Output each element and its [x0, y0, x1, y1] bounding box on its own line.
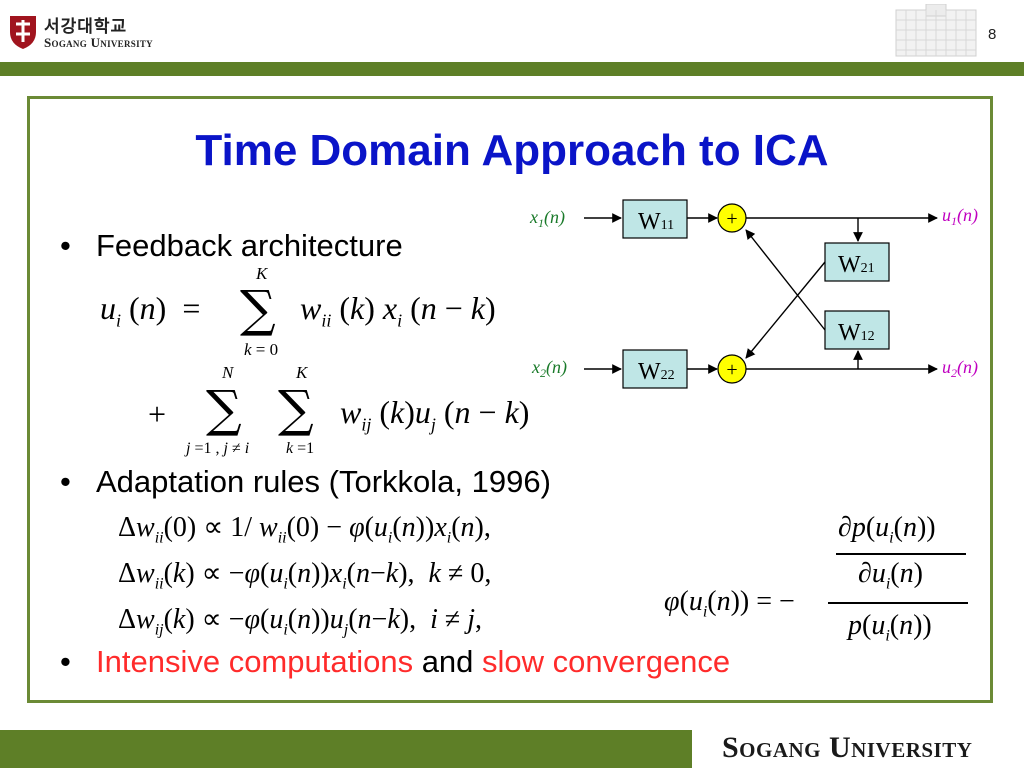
slide-header	[0, 0, 1024, 62]
phi-inner-fraction-line	[836, 553, 966, 555]
bullet-feedback: • Feedback architecture	[60, 228, 403, 264]
block-w21-label: W21	[838, 252, 875, 278]
bullet-text-red: slow convergence	[482, 644, 731, 679]
equation-direct-body: wii (k) xi (n − k)	[300, 290, 496, 331]
block-w21	[824, 242, 890, 282]
bullet-text: and	[413, 644, 483, 679]
arrow-w12-to-adder1	[745, 229, 826, 331]
adder-1-symbol: +	[726, 208, 737, 230]
block-w11-label: W11	[638, 209, 674, 235]
sum-upper-limit: K	[256, 264, 268, 283]
sum-lower-limit: k = 0	[244, 340, 279, 359]
phi-denominator: p(ui(n))	[848, 610, 932, 645]
block-w22-label: W22	[638, 359, 675, 385]
block-w11	[622, 199, 688, 239]
bullet-dot: •	[60, 228, 71, 263]
footer-university-name: Sogang University	[722, 731, 973, 764]
bullet-text-red: Intensive computations	[96, 644, 414, 679]
block-w12-label: W12	[838, 320, 875, 346]
equation-direct-term: ui (n) =	[100, 290, 201, 331]
equation-plus: +	[148, 396, 167, 432]
phi-numerator-top: ∂p(ui(n))	[838, 512, 936, 547]
input-label-x2: x2(n)	[531, 357, 567, 380]
phi-numerator-bottom: ∂ui(n)	[858, 558, 923, 593]
sum-symbol: ∑	[240, 280, 276, 338]
bullet-text: Adaptation rules (Torkkola, 1996)	[96, 464, 551, 499]
slide-title: Time Domain Approach to ICA	[195, 126, 829, 175]
bullet-dot: •	[60, 464, 71, 499]
university-emblem-icon	[10, 16, 36, 49]
bullet-adaptation: • Adaptation rules (Torkkola, 1996)	[60, 464, 551, 500]
output-label-u2: u2(n)	[942, 357, 978, 380]
logo-english-text: Sogang University	[44, 35, 153, 50]
bullet-drawbacks: • Intensive computations and slow converg…	[60, 644, 730, 680]
bullet-text: Feedback architecture	[96, 228, 403, 263]
page-number: 8	[988, 26, 997, 43]
phi-main-fraction-line	[828, 602, 968, 604]
feedback-architecture-diagram: x1(n) x2(n) W11 W22 + + u1(n) u2(n) W21 …	[529, 199, 978, 389]
adaptation-rule-2: Δwii(k) ∝ −φ(ui(n))xi(n−k), k ≠ 0,	[118, 558, 492, 593]
campus-building-icon	[895, 4, 977, 57]
sum-lower-limit: j =1 , j ≠ i	[186, 440, 250, 457]
sum-lower-limit: k =1	[286, 440, 315, 457]
adaptation-rule-3: Δwij(k) ∝ −φ(ui(n))uj(n−k), i ≠ j,	[118, 604, 483, 639]
header-band	[0, 62, 1024, 76]
sum-upper-limit: K	[296, 363, 308, 382]
equation-feedback-body: wij (k)uj (n − k)	[340, 394, 530, 435]
sum-symbol: ∑	[206, 380, 242, 438]
arrow-w21-to-adder2	[745, 261, 826, 359]
output-label-u1: u1(n)	[942, 205, 978, 228]
logo-korean-text: 서강대학교	[44, 17, 128, 37]
content-frame	[27, 96, 993, 703]
adaptation-rule-1: Δwii(0) ∝ 1/ wii(0) − φ(ui(n))xi(n),	[118, 512, 491, 547]
sum-symbol: ∑	[278, 380, 314, 438]
input-label-x1: x1(n)	[529, 207, 565, 230]
footer-band	[0, 730, 692, 768]
adder-2-symbol: +	[726, 359, 737, 381]
phi-definition-lhs: φ(ui(n)) = −	[664, 586, 795, 621]
bullet-dot: •	[60, 644, 71, 679]
sum-upper-limit: N	[222, 363, 234, 382]
